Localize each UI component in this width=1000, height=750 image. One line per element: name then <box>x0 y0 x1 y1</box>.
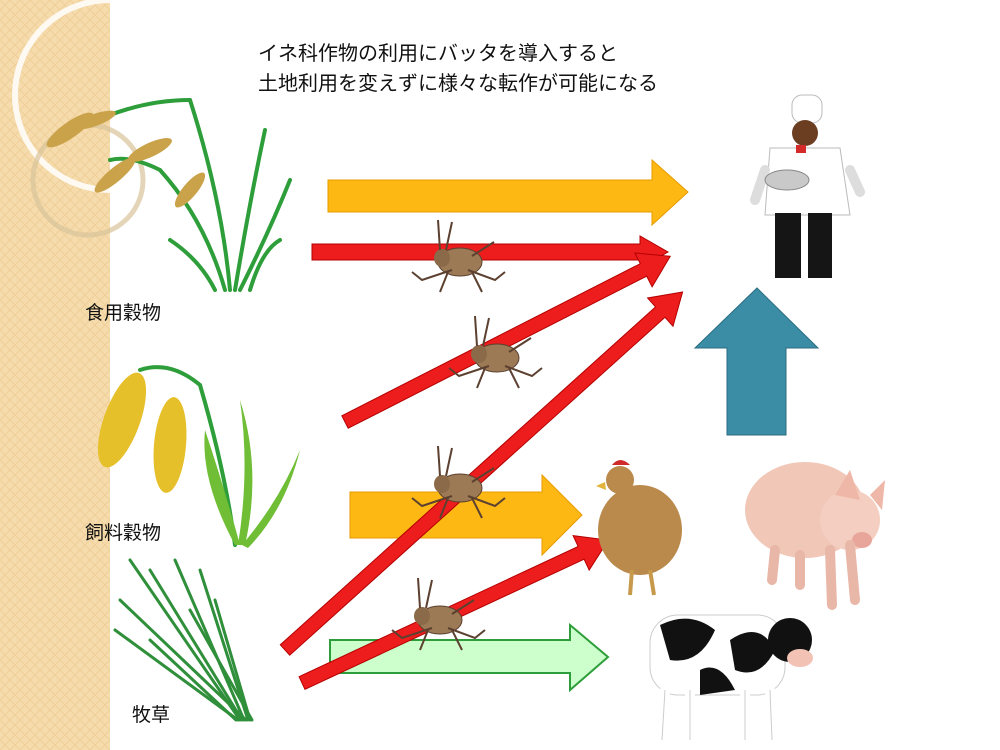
rice-plant-icon <box>46 98 292 292</box>
slide-title: イネ科作物の利用にバッタを導入すると 土地利用を変えずに様々な転作が可能になる <box>258 38 658 98</box>
food-grain-label: 食用穀物 <box>85 302 162 324</box>
livestock-to-chef-arrow <box>693 287 820 436</box>
chef-icon <box>750 94 865 278</box>
red-arrow-pasture-to-chef <box>279 291 684 656</box>
feed-grain-plant-icon <box>97 365 300 548</box>
grasshopper-icon <box>411 219 506 293</box>
red-arrow-feed-to-chef <box>341 252 672 429</box>
grasshopper-icon <box>391 577 486 651</box>
pig-icon <box>745 462 885 610</box>
chicken-icon <box>596 460 682 596</box>
title-line-1: イネ科作物の利用にバッタを導入すると <box>258 41 618 65</box>
grasshopper-icon <box>411 445 506 519</box>
title-line-2: 土地利用を変えずに様々な転作が可能になる <box>258 71 658 95</box>
grasshopper-icon <box>448 315 543 389</box>
feed-grain-label: 飼料穀物 <box>85 522 162 544</box>
pasture-grass-icon <box>113 558 254 722</box>
cow-icon <box>649 614 813 745</box>
pasture-label: 牧草 <box>132 704 171 726</box>
food-grain-direct-arrow <box>327 158 689 227</box>
red-arrow-food-grain <box>311 235 670 269</box>
